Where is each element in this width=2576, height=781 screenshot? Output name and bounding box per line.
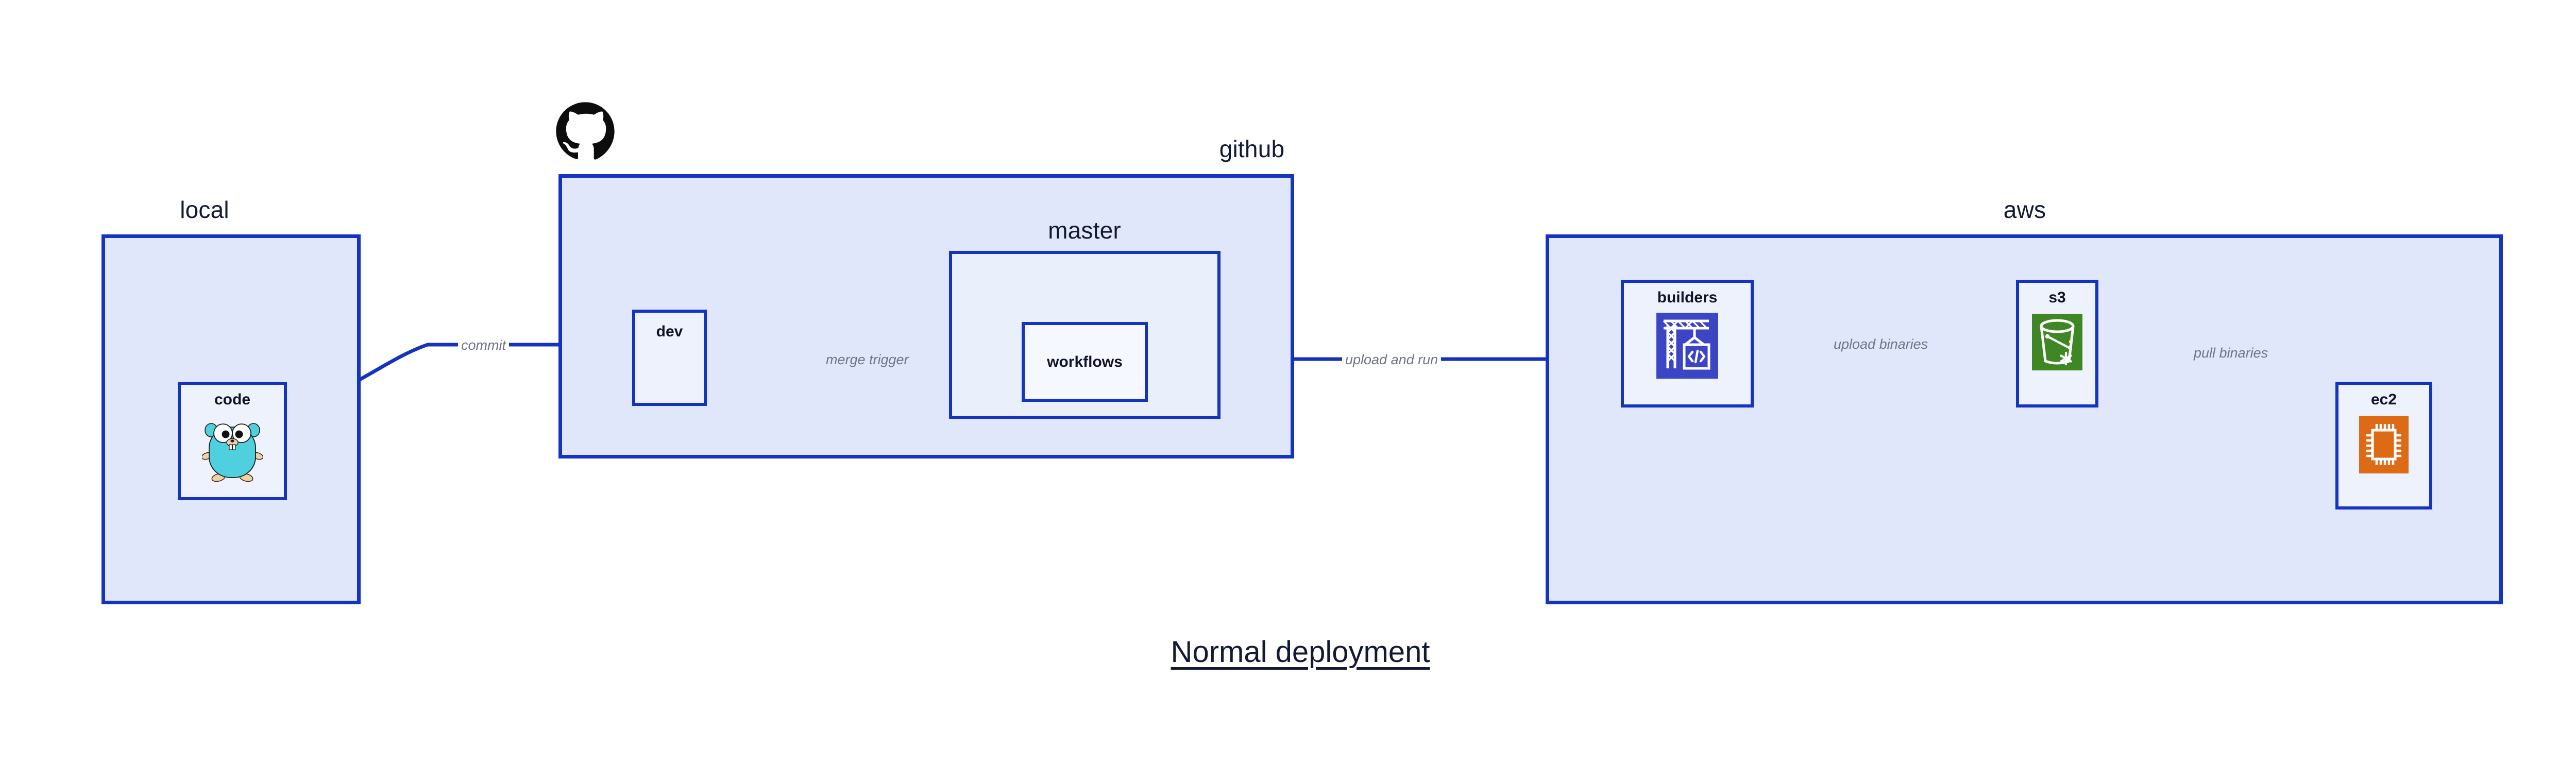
group-label-github: github — [1219, 135, 1285, 162]
node-dev-title: dev — [656, 323, 683, 340]
node-code[interactable]: code — [178, 382, 287, 500]
node-s3[interactable]: s3 — [2016, 280, 2098, 408]
node-workflows-title: workflows — [1047, 353, 1123, 370]
diagram-caption: Normal deployment — [1171, 635, 1430, 669]
aws-s3-bucket-icon — [2032, 314, 2082, 373]
edge-label-pull-binaries: pull binaries — [2191, 345, 2272, 361]
edge-label-upload-and-run: upload and run — [1342, 352, 1442, 368]
node-code-title: code — [214, 391, 251, 408]
node-ec2[interactable]: ec2 — [2335, 382, 2432, 510]
go-gopher-icon — [201, 414, 264, 484]
node-ec2-title: ec2 — [2370, 391, 2397, 408]
github-octocat-icon — [555, 101, 616, 164]
node-s3-title: s3 — [2048, 289, 2066, 306]
node-builders[interactable]: builders — [1621, 280, 1754, 408]
edge-label-upload-binaries: upload binaries — [1831, 336, 1931, 352]
node-dev[interactable]: dev — [632, 310, 707, 406]
edge-label-commit: commit — [458, 337, 509, 353]
aws-codebuild-icon — [1656, 313, 1718, 381]
edge-label-merge-trigger: merge trigger — [823, 352, 912, 368]
group-label-local: local — [180, 196, 229, 223]
node-builders-title: builders — [1657, 289, 1718, 306]
group-label-aws: aws — [2003, 196, 2046, 223]
node-workflows[interactable]: workflows — [1022, 322, 1148, 402]
group-label-master: master — [1048, 217, 1121, 244]
aws-ec2-chip-icon — [2359, 416, 2409, 476]
